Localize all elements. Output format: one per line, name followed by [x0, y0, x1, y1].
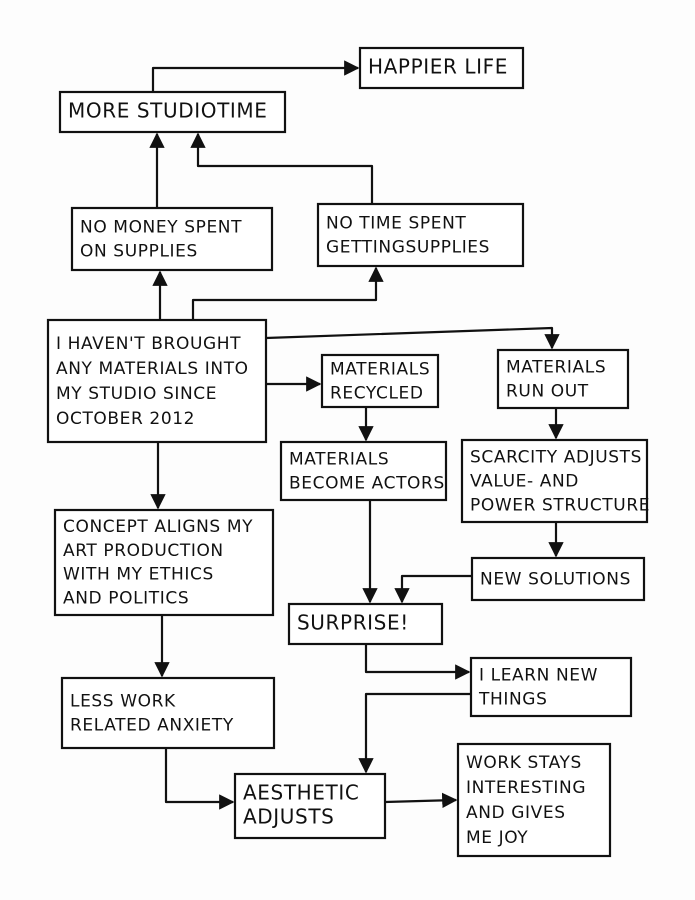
- arrow-havent-to-runout: [265, 326, 560, 350]
- node-box-scarcity: [460, 438, 649, 524]
- arrow-newsolutions-to-surprise: [394, 574, 472, 604]
- node-studiotime: MORE STUDIOTIME: [58, 90, 287, 134]
- arrow-studiotime-to-happier: [151, 60, 360, 92]
- node-box-concept: [53, 508, 275, 617]
- arrow-surprise-to-learn: [364, 644, 471, 680]
- node-lesswork: LESS WORK RELATED ANXIETY: [60, 676, 276, 750]
- node-label-learn-line-1: THINGS: [478, 689, 547, 709]
- node-label-nomoney-line-0: NO MONEY SPENT: [80, 217, 242, 237]
- node-happier: HAPPIER LIFE: [358, 46, 525, 90]
- arrow-lesswork-to-aesthetic: [164, 748, 235, 810]
- node-label-recycled-line-0: MATERIALS: [330, 359, 430, 379]
- node-label-happier-line-0: HAPPIER LIFE: [368, 54, 508, 78]
- node-label-joy-line-2: AND GIVES: [466, 803, 566, 823]
- node-box-recycled: [320, 353, 440, 409]
- node-box-aesthetic: [233, 772, 387, 840]
- arrow-havent-to-notime: [191, 266, 384, 320]
- node-label-actors-line-1: BECOME ACTORS: [289, 473, 445, 493]
- node-recycled: MATERIALS RECYCLED: [320, 353, 440, 409]
- node-label-scarcity-line-0: SCARCITY ADJUSTS: [470, 447, 642, 467]
- node-label-actors-line-0: MATERIALS: [289, 449, 389, 469]
- node-label-notime-line-0: NO TIME SPENT: [326, 213, 466, 233]
- node-label-concept-line-2: WITH MY ETHICS: [63, 565, 214, 585]
- node-newsolutions: NEW SOLUTIONS: [470, 556, 646, 602]
- node-label-lesswork-line-0: LESS WORK: [70, 691, 176, 711]
- node-box-studiotime: [58, 90, 287, 134]
- node-label-havent-line-2: MY STUDIO SINCE: [56, 384, 217, 404]
- node-label-scarcity-line-2: POWER STRUCTURE: [470, 495, 650, 515]
- node-label-nomoney-line-1: ON SUPPLIES: [80, 241, 198, 261]
- node-label-aesthetic-line-1: ADJUSTS: [243, 804, 334, 828]
- node-runout: MATERIALS RUN OUT: [496, 348, 630, 410]
- node-learn: I LEARN NEW THINGS: [469, 656, 633, 718]
- arrow-aesthetic-to-joy: [384, 792, 458, 809]
- node-box-surprise: [287, 602, 444, 646]
- node-label-newsolutions-line-0: NEW SOLUTIONS: [480, 569, 631, 589]
- node-label-notime-line-1: GETTINGSUPPLIES: [326, 237, 490, 257]
- node-label-concept-line-1: ART PRODUCTION: [63, 541, 224, 561]
- node-label-studiotime-line-0: MORE STUDIOTIME: [68, 98, 268, 122]
- node-actors: MATERIALS BECOME ACTORS: [279, 440, 448, 502]
- node-box-notime: [316, 202, 525, 268]
- arrow-notime-to-studiotime: [190, 132, 374, 204]
- node-label-concept-line-3: AND POLITICS: [63, 588, 189, 608]
- node-label-joy-line-3: ME JOY: [466, 828, 528, 848]
- node-joy: WORK STAYS INTERESTING AND GIVES ME JOY: [456, 742, 612, 858]
- node-label-runout-line-0: MATERIALS: [506, 357, 606, 377]
- node-nomoney: NO MONEY SPENT ON SUPPLIES: [70, 206, 274, 272]
- node-label-joy-line-0: WORK STAYS: [466, 753, 582, 773]
- arrow-learn-to-aesthetic: [358, 692, 471, 774]
- node-box-nomoney: [70, 206, 274, 272]
- node-box-joy: [456, 742, 612, 858]
- node-label-havent-line-0: I HAVEN'T BROUGHT: [56, 334, 241, 354]
- node-label-learn-line-0: I LEARN NEW: [479, 665, 598, 685]
- node-surprise: SURPRISE!: [287, 602, 444, 646]
- node-label-lesswork-line-1: RELATED ANXIETY: [70, 715, 234, 735]
- node-label-aesthetic-line-0: AESTHETIC: [243, 780, 359, 804]
- node-label-havent-line-1: ANY MATERIALS INTO: [56, 359, 249, 379]
- node-label-surprise-line-0: SURPRISE!: [297, 610, 409, 634]
- node-notime: NO TIME SPENT GETTINGSUPPLIES: [316, 202, 525, 268]
- node-box-runout: [496, 348, 630, 410]
- node-label-runout-line-1: RUN OUT: [506, 381, 589, 401]
- node-scarcity: SCARCITY ADJUSTS VALUE- AND POWER STRUCTUR…: [460, 438, 650, 524]
- node-label-joy-line-1: INTERESTING: [466, 778, 586, 798]
- node-box-learn: [469, 656, 633, 718]
- node-havent: I HAVEN'T BROUGHT ANY MATERIALS INTO MY ST…: [46, 318, 268, 444]
- node-concept: CONCEPT ALIGNS MY ART PRODUCTION WITH MY E…: [53, 508, 275, 617]
- node-label-recycled-line-1: RECYCLED: [330, 383, 424, 403]
- node-label-scarcity-line-1: VALUE- AND: [470, 471, 579, 491]
- node-box-havent: [46, 318, 268, 444]
- node-box-actors: [279, 440, 448, 502]
- node-box-lesswork: [60, 676, 276, 750]
- node-label-havent-line-3: OCTOBER 2012: [56, 409, 195, 429]
- node-box-newsolutions: [470, 556, 646, 602]
- node-label-concept-line-0: CONCEPT ALIGNS MY: [63, 517, 253, 537]
- node-box-happier: [358, 46, 525, 90]
